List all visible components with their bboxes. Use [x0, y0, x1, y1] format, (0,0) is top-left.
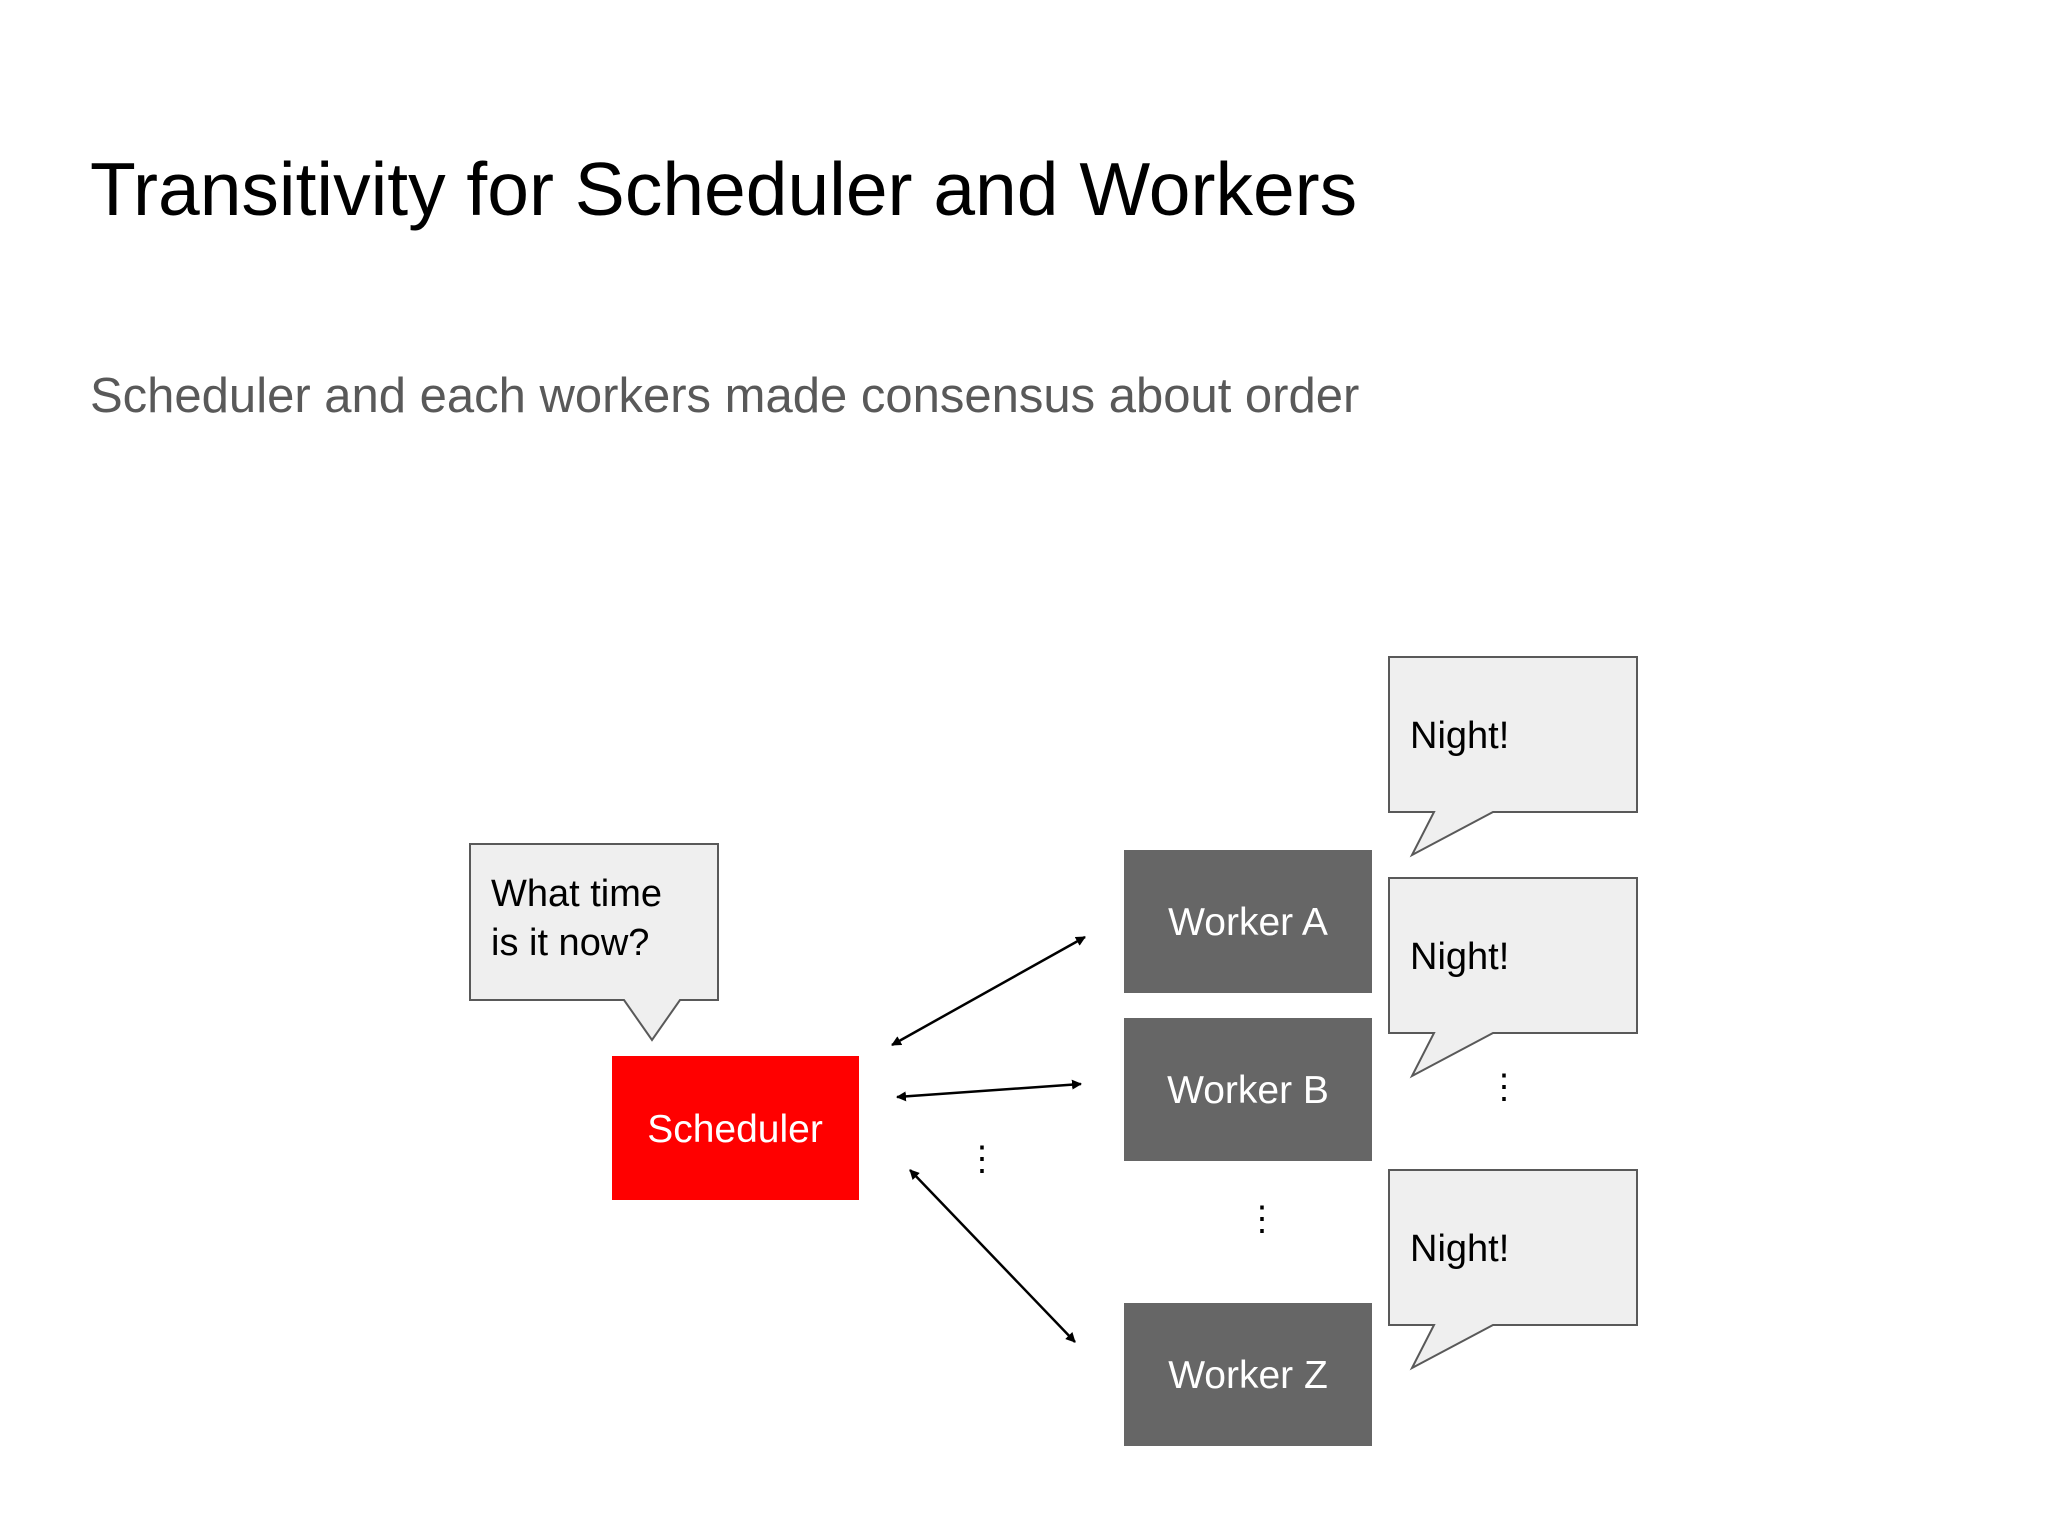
arrows-ellipsis: ⋮ — [965, 1140, 999, 1178]
worker-z-speech-bubble: Night! — [1388, 1169, 1638, 1371]
worker-node-z: Worker Z — [1124, 1303, 1372, 1446]
slide-subtitle: Scheduler and each workers made consensu… — [90, 369, 1360, 423]
worker-a-label: Worker A — [1168, 901, 1328, 944]
worker-a-speech-bubble: Night! — [1388, 656, 1638, 858]
slide-title: Transitivity for Scheduler and Workers — [90, 147, 1358, 231]
scheduler-bubble-line-2: is it now? — [491, 922, 649, 964]
worker-a-bubble-text: Night! — [1410, 715, 1509, 757]
worker-z-label: Worker Z — [1168, 1354, 1328, 1397]
scheduler-speech-bubble: What time is it now? — [469, 843, 719, 1042]
workers-ellipsis: ⋮ — [1245, 1200, 1279, 1238]
bubbles-ellipsis: ⋮ — [1487, 1068, 1521, 1106]
worker-b-speech-bubble: Night! — [1388, 877, 1638, 1079]
arrow-scheduler-worker-z — [909, 1169, 1076, 1343]
worker-b-label: Worker B — [1167, 1069, 1329, 1112]
worker-z-bubble-text: Night! — [1410, 1228, 1509, 1270]
scheduler-node: Scheduler — [612, 1056, 859, 1200]
arrow-scheduler-worker-a — [891, 935, 1086, 1047]
scheduler-label: Scheduler — [647, 1108, 823, 1151]
worker-b-bubble-text: Night! — [1410, 936, 1509, 978]
worker-node-a: Worker A — [1124, 850, 1372, 993]
worker-node-b: Worker B — [1124, 1018, 1372, 1161]
arrow-scheduler-worker-b — [896, 1079, 1082, 1102]
scheduler-bubble-line-1: What time — [491, 873, 662, 915]
